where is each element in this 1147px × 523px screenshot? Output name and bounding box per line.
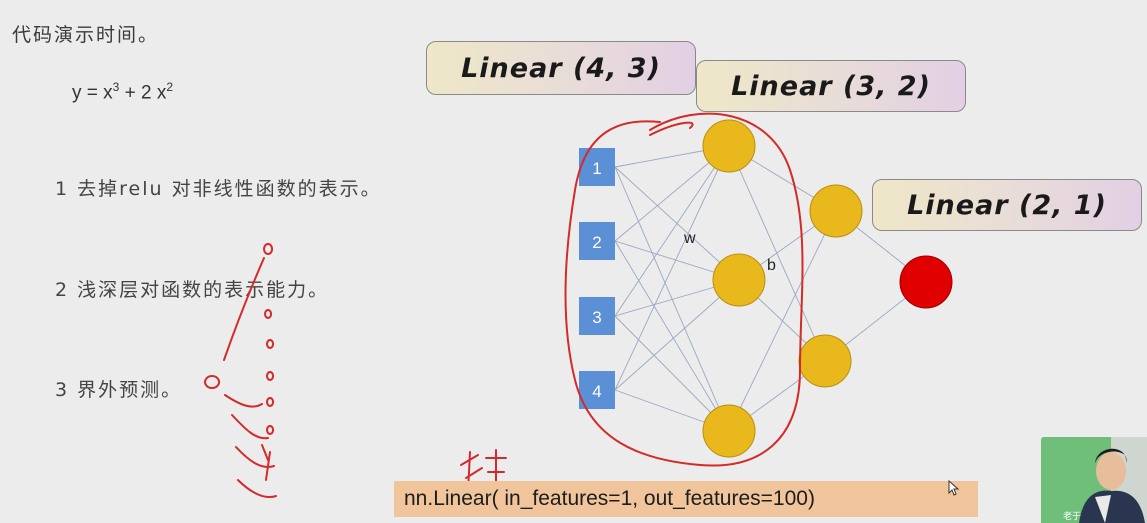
input-node-1-label: 1 [592,159,601,178]
hidden1-node-3 [702,404,756,458]
code-snippet: nn.Linear( in_features=1, out_features=1… [394,481,978,517]
slide-title: 代码演示时间。 [12,24,160,46]
output-node [899,255,953,309]
edge-input-hidden1-3-3 [614,315,730,432]
input-node-2-label: 2 [592,233,601,252]
edge-input-hidden1-4-2 [614,279,740,391]
presenter-avatar [1041,437,1147,523]
input-node-4 [579,371,615,409]
input-node-3 [579,297,615,335]
mouse-pointer-icon [948,480,960,496]
bullet-point-3: 3 界外预测。 [55,379,183,401]
edge-input-hidden1-4-1 [614,145,730,391]
bullet-point-2: 2 浅深层对函数的表示能力。 [55,279,330,301]
edge-input-hidden1-3-1 [614,145,730,317]
bias-label: b [767,257,776,274]
hidden2-node-2 [798,334,852,388]
formula-base: y = x [72,82,113,104]
webcam-label: 老于 [1063,512,1082,522]
hidden2-node-1 [809,184,863,238]
edge-hidden1-hidden2-3-1 [728,210,837,432]
presenter-webcam: 老于 [1041,437,1147,523]
input-node-4-label: 4 [592,382,601,401]
hidden1-node-1 [702,119,756,173]
layer-label-linear-4-3: Linear (4, 3) [426,41,696,95]
input-node-2 [579,222,615,260]
input-node-3-label: 3 [592,308,601,327]
layer-label-linear-3-2: Linear (3, 2) [696,60,966,112]
formula-mid: + 2 x [119,82,167,104]
input-node-1 [579,148,615,186]
edge-input-hidden1-2-3 [614,240,730,432]
hand-annotation-ink [204,112,849,516]
layer-label-linear-2-1: Linear (2, 1) [872,179,1142,231]
formula: y = x3 + 2 x2 [72,80,173,104]
weight-label: w [683,230,696,247]
formula-exponent-3: 3 [112,80,120,94]
hidden1-node-2 [712,253,766,307]
bullet-point-1: 1 去掉relu 对非线性函数的表示。 [55,178,382,200]
code-text: nn.Linear( in_features=1, out_features=1… [404,487,815,510]
formula-exponent-2: 2 [166,80,174,94]
